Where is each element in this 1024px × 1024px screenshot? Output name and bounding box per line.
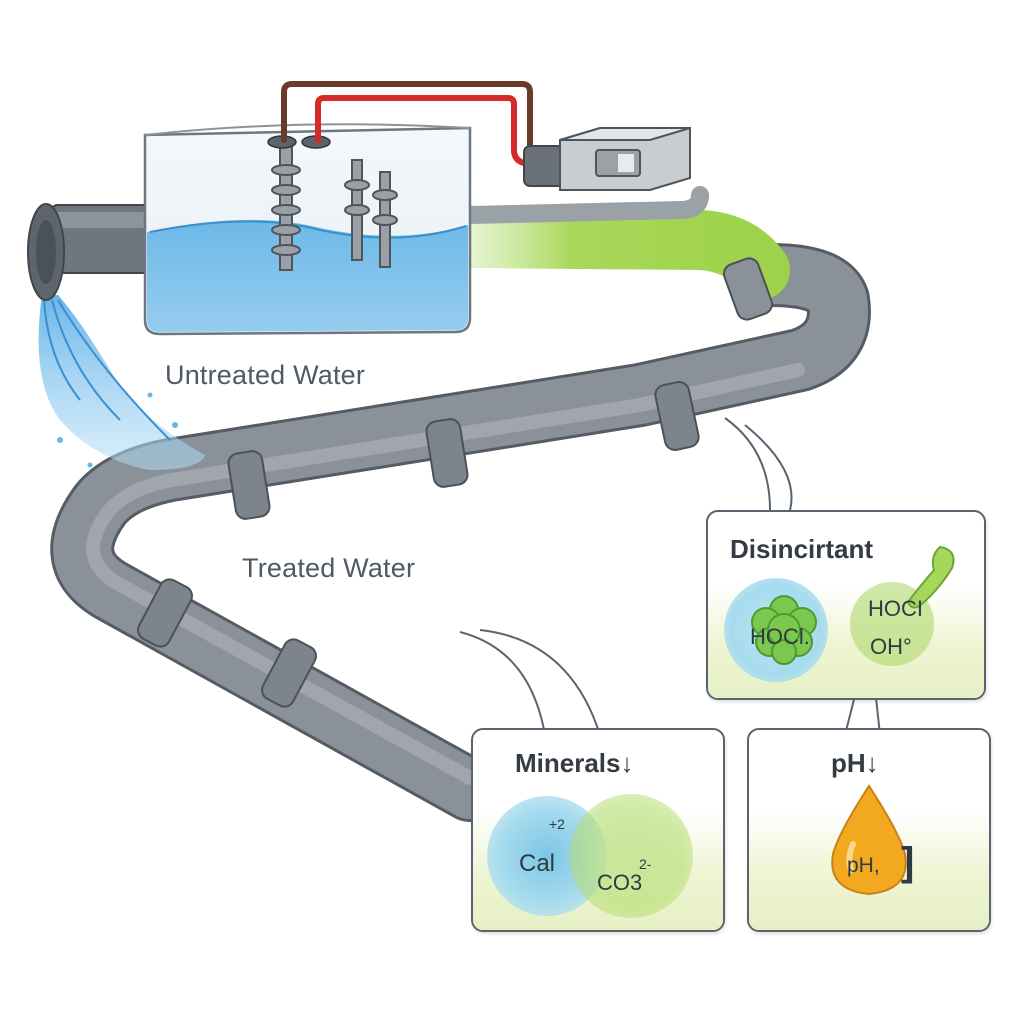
dropper-icon — [906, 545, 955, 609]
treated-pipe — [50, 243, 871, 822]
carbonate-charge: 2- — [639, 856, 652, 872]
green-section — [440, 208, 790, 321]
hoci-label: HOCI — [868, 596, 923, 621]
electrode-right — [344, 159, 398, 268]
carbonate-circle — [569, 794, 693, 918]
calcium-charge: +2 — [549, 816, 565, 832]
treatment-tank — [143, 123, 472, 336]
carbonate-label: CO3 — [597, 870, 643, 895]
calcium-label: Cal — [519, 850, 556, 877]
pipe-couplings — [137, 381, 700, 708]
disinfectant-title: Disincirtant — [730, 534, 874, 564]
water-spray — [38, 295, 206, 470]
minerals-title: Minerals↓ — [515, 748, 634, 778]
hocl-molecule-icon — [751, 595, 817, 665]
minerals-card: Minerals↓ Cal +2 CO3 2- — [471, 728, 725, 932]
ph-title: pH↓ — [831, 748, 879, 778]
ph-drop-icon — [831, 784, 907, 896]
treated-water-label: Treated Water — [242, 553, 416, 583]
controller-box — [523, 127, 691, 191]
hocl-molecule-label: HOCl. — [750, 624, 810, 649]
ph-drop-label: pH, — [847, 854, 880, 877]
ph-card: pH↓ pH, ] — [747, 728, 991, 932]
return-pipe — [461, 186, 709, 224]
ph-bracket: ] — [901, 840, 915, 884]
hydroxide-label: OH° — [870, 634, 912, 659]
electrode-left — [271, 144, 301, 271]
untreated-water-label: Untreated Water — [165, 360, 366, 390]
disinfectant-card: Disincirtant HOCl. HOCI OH° — [706, 510, 986, 700]
